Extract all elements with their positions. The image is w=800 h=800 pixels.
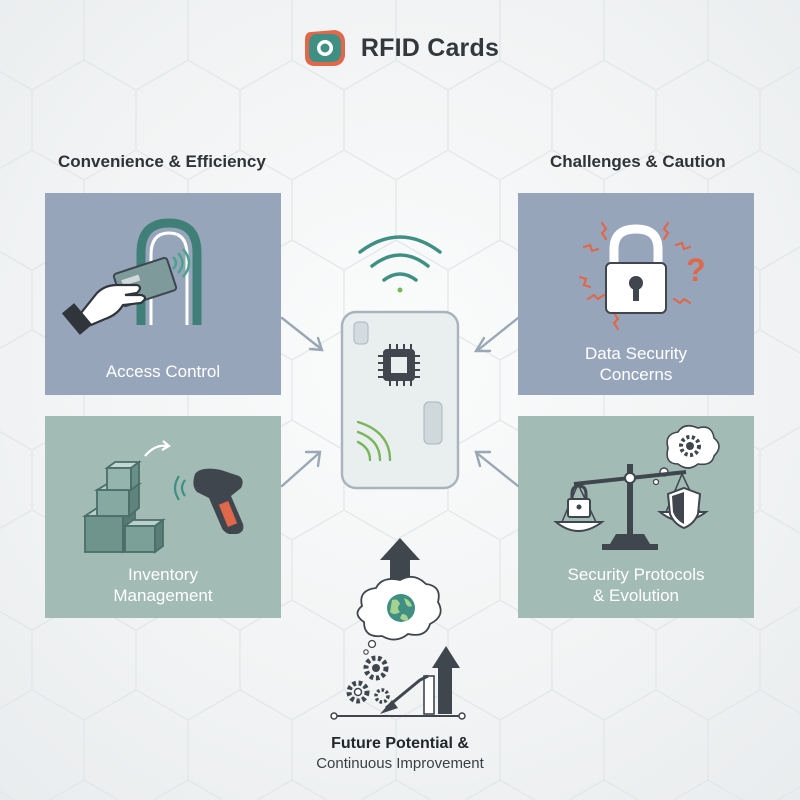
gear-thought-bubble-icon [652,424,720,486]
data-security-panel: ? Data Security Concerns [518,193,754,395]
growth-gears-icon [330,538,466,720]
boxes-and-scanner-icon [82,440,244,554]
access-control-label: Access Control [105,362,221,381]
chip-icon [378,344,420,386]
padlock-warning-icon: ? [578,221,706,331]
security-protocols-panel: Security Protocols & Evolution [518,416,754,618]
continuous-improvement-label: Continuous Improvement [316,755,484,772]
inventory-management-label: Inventory Management [113,565,213,605]
right-column-heading: Challenges & Caution [550,152,726,171]
header: RFID Cards [0,26,800,70]
connector-arrows [280,316,520,488]
data-security-label: Data Security Concerns [584,344,688,384]
security-protocols-label: Security Protocols & Evolution [567,565,705,605]
hand-holding-card-icon [61,218,202,335]
inventory-management-panel: Inventory Management [45,416,281,618]
rfid-logo-icon [304,30,345,66]
balance-scale-icon [553,424,720,550]
page-title: RFID Cards [360,33,500,62]
future-potential-label: Future Potential & [331,735,469,752]
left-column-heading: Convenience & Efficiency [58,152,266,171]
svg-text:?: ? [686,252,706,288]
rfid-card-icon [340,310,460,490]
wireless-signal-icon [358,235,442,293]
access-control-panel: Access Control [45,193,281,395]
